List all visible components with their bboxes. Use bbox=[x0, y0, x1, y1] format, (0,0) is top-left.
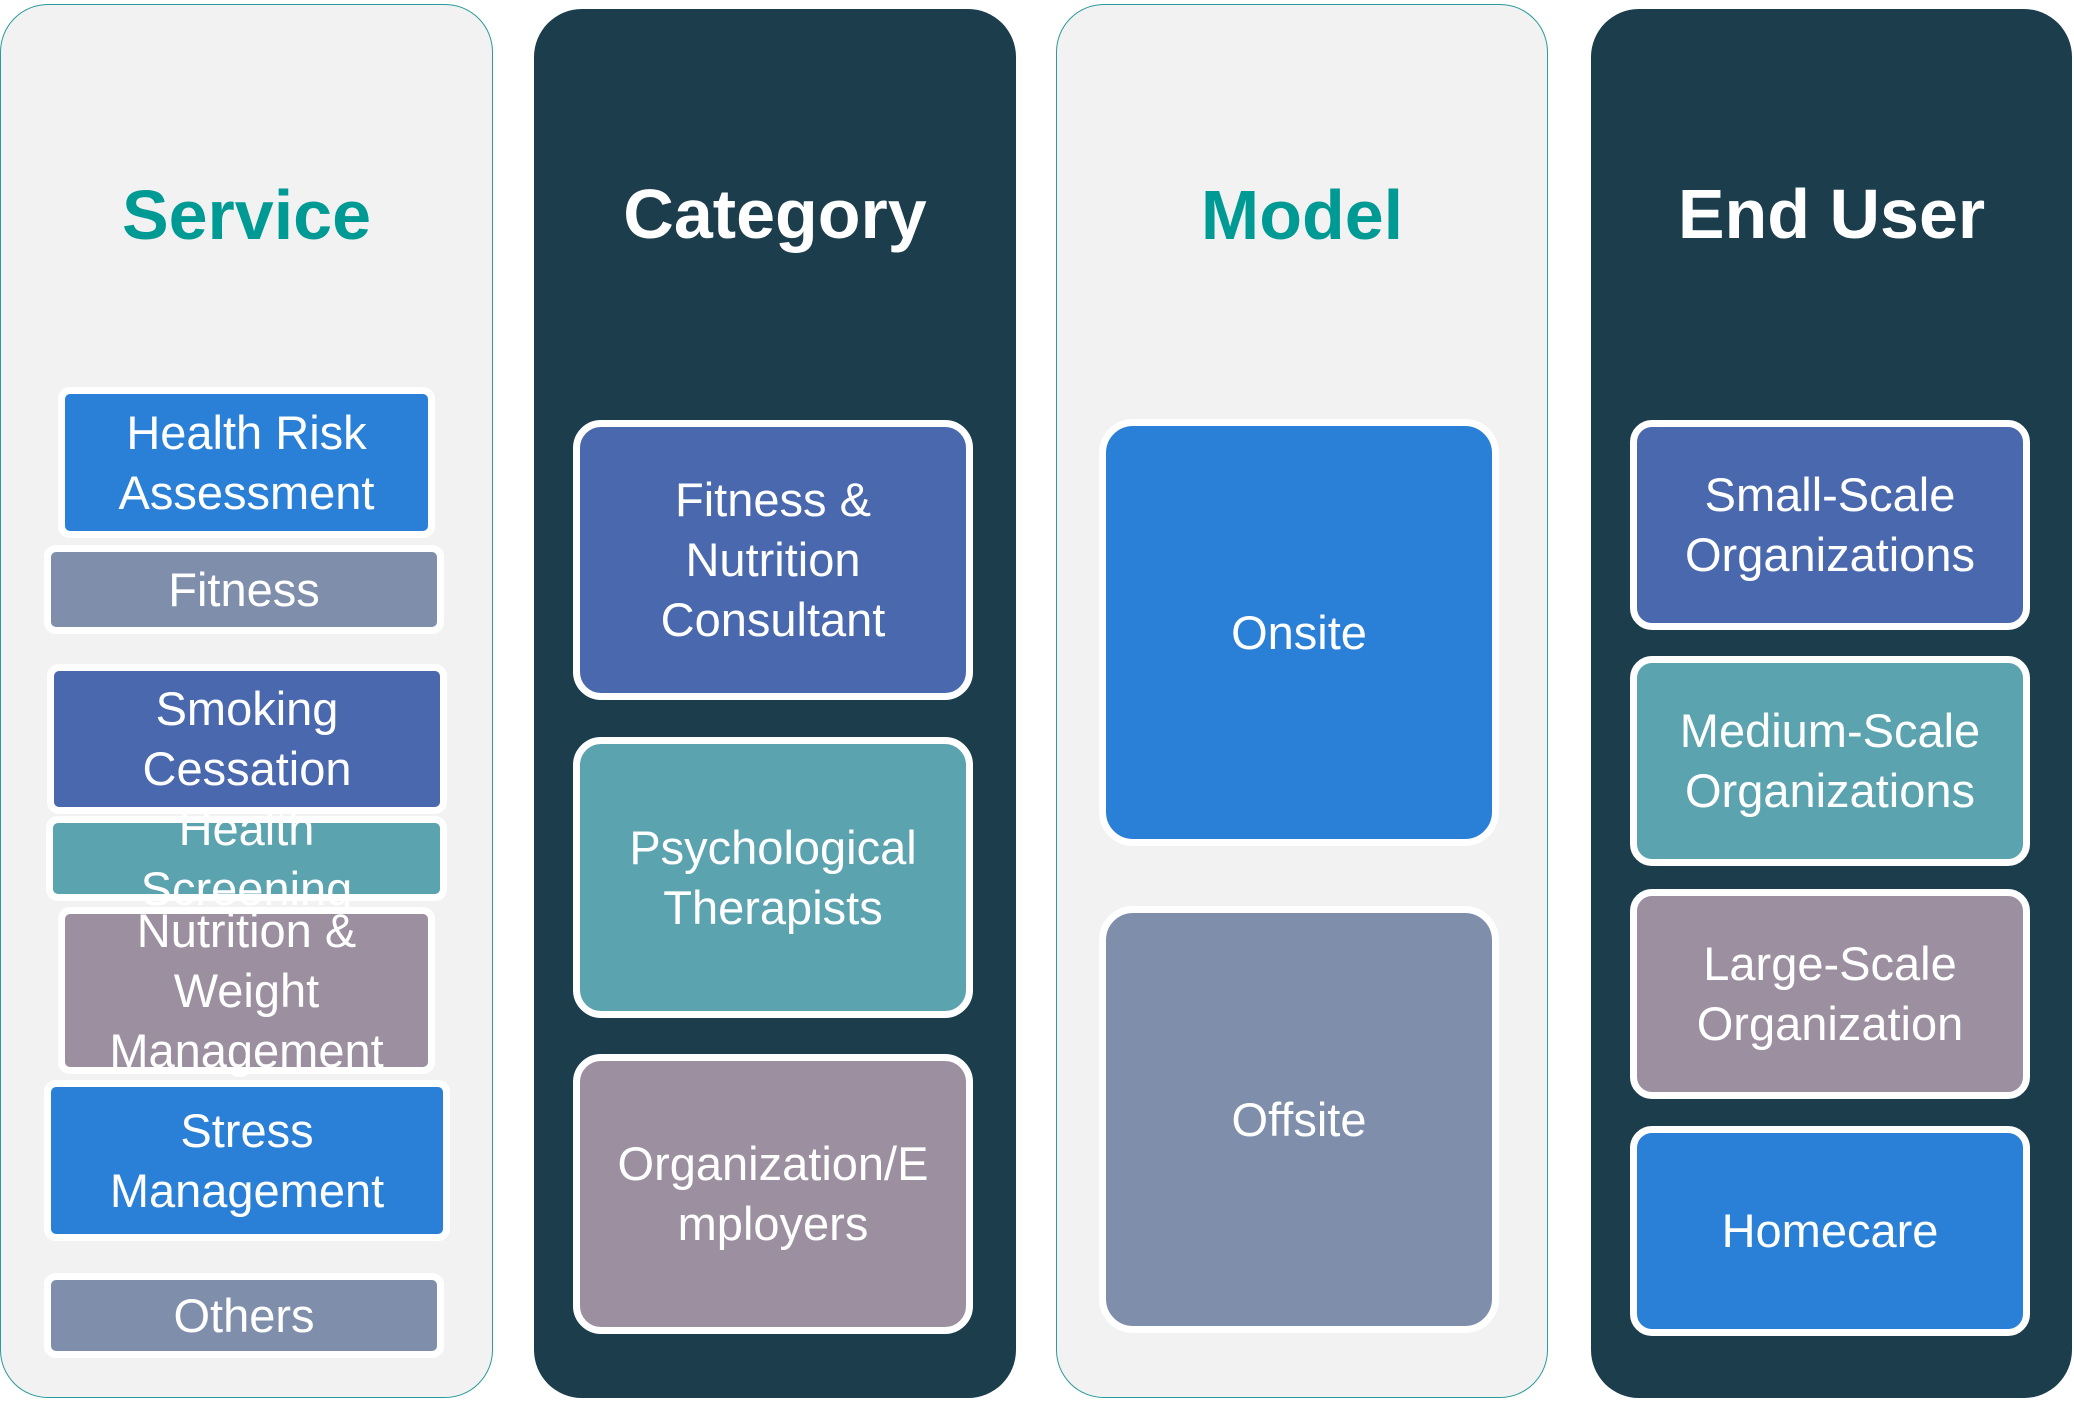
service-item-fitness: Fitness bbox=[44, 545, 444, 634]
service-item-nutrition-weight-management: Nutrition & Weight Management bbox=[58, 904, 435, 1077]
item-label: Large-Scale Organization bbox=[1696, 937, 1964, 1050]
service-item-others: Others bbox=[44, 1273, 444, 1358]
item-label: Medium-Scale Organizations bbox=[1679, 704, 1981, 817]
item-label: Fitness & Nutrition Consultant bbox=[660, 473, 886, 646]
item-label: Others bbox=[173, 1288, 315, 1342]
item-label: Stress Management bbox=[109, 1103, 385, 1217]
service-title: Service bbox=[121, 176, 372, 254]
category-item-fitness-nutrition-consultant: Fitness & Nutrition Consultant bbox=[573, 420, 973, 700]
item-label: Psychological Therapists bbox=[629, 820, 917, 934]
category-item-organization-employers: Organization/E mployers bbox=[573, 1054, 973, 1334]
item-label: Health Screening bbox=[140, 801, 353, 915]
item-label: Health Risk Assessment bbox=[118, 405, 375, 519]
service-item-smoking-cessation: Smoking Cessation bbox=[47, 664, 447, 814]
end-user-item-homecare: Homecare bbox=[1630, 1126, 2030, 1336]
item-label: Homecare bbox=[1721, 1204, 1939, 1257]
item-label: Organization/E mployers bbox=[617, 1137, 929, 1250]
item-label: Offsite bbox=[1231, 1092, 1367, 1146]
service-item-health-risk-assessment: Health Risk Assessment bbox=[58, 387, 435, 538]
model-item-offsite: Offsite bbox=[1099, 906, 1499, 1333]
item-label: Fitness bbox=[168, 562, 320, 616]
item-label: Small-Scale Organizations bbox=[1685, 468, 1975, 581]
category-item-psychological-therapists: Psychological Therapists bbox=[573, 737, 973, 1018]
service-item-stress-management: Stress Management bbox=[44, 1080, 450, 1241]
end-user-title: End User bbox=[1677, 175, 1986, 253]
end-user-item-small-scale-organizations: Small-Scale Organizations bbox=[1630, 420, 2030, 630]
category-title: Category bbox=[623, 175, 927, 253]
end-user-item-large-scale-organization: Large-Scale Organization bbox=[1630, 889, 2030, 1099]
model-title: Model bbox=[1200, 176, 1404, 254]
item-label: Onsite bbox=[1231, 605, 1367, 659]
item-label: Smoking Cessation bbox=[142, 682, 352, 795]
service-item-health-screening: Health Screening bbox=[46, 802, 447, 915]
end-user-item-medium-scale-organizations: Medium-Scale Organizations bbox=[1630, 656, 2030, 866]
model-item-onsite: Onsite bbox=[1099, 419, 1499, 846]
item-label: Nutrition & Weight Management bbox=[109, 903, 384, 1077]
